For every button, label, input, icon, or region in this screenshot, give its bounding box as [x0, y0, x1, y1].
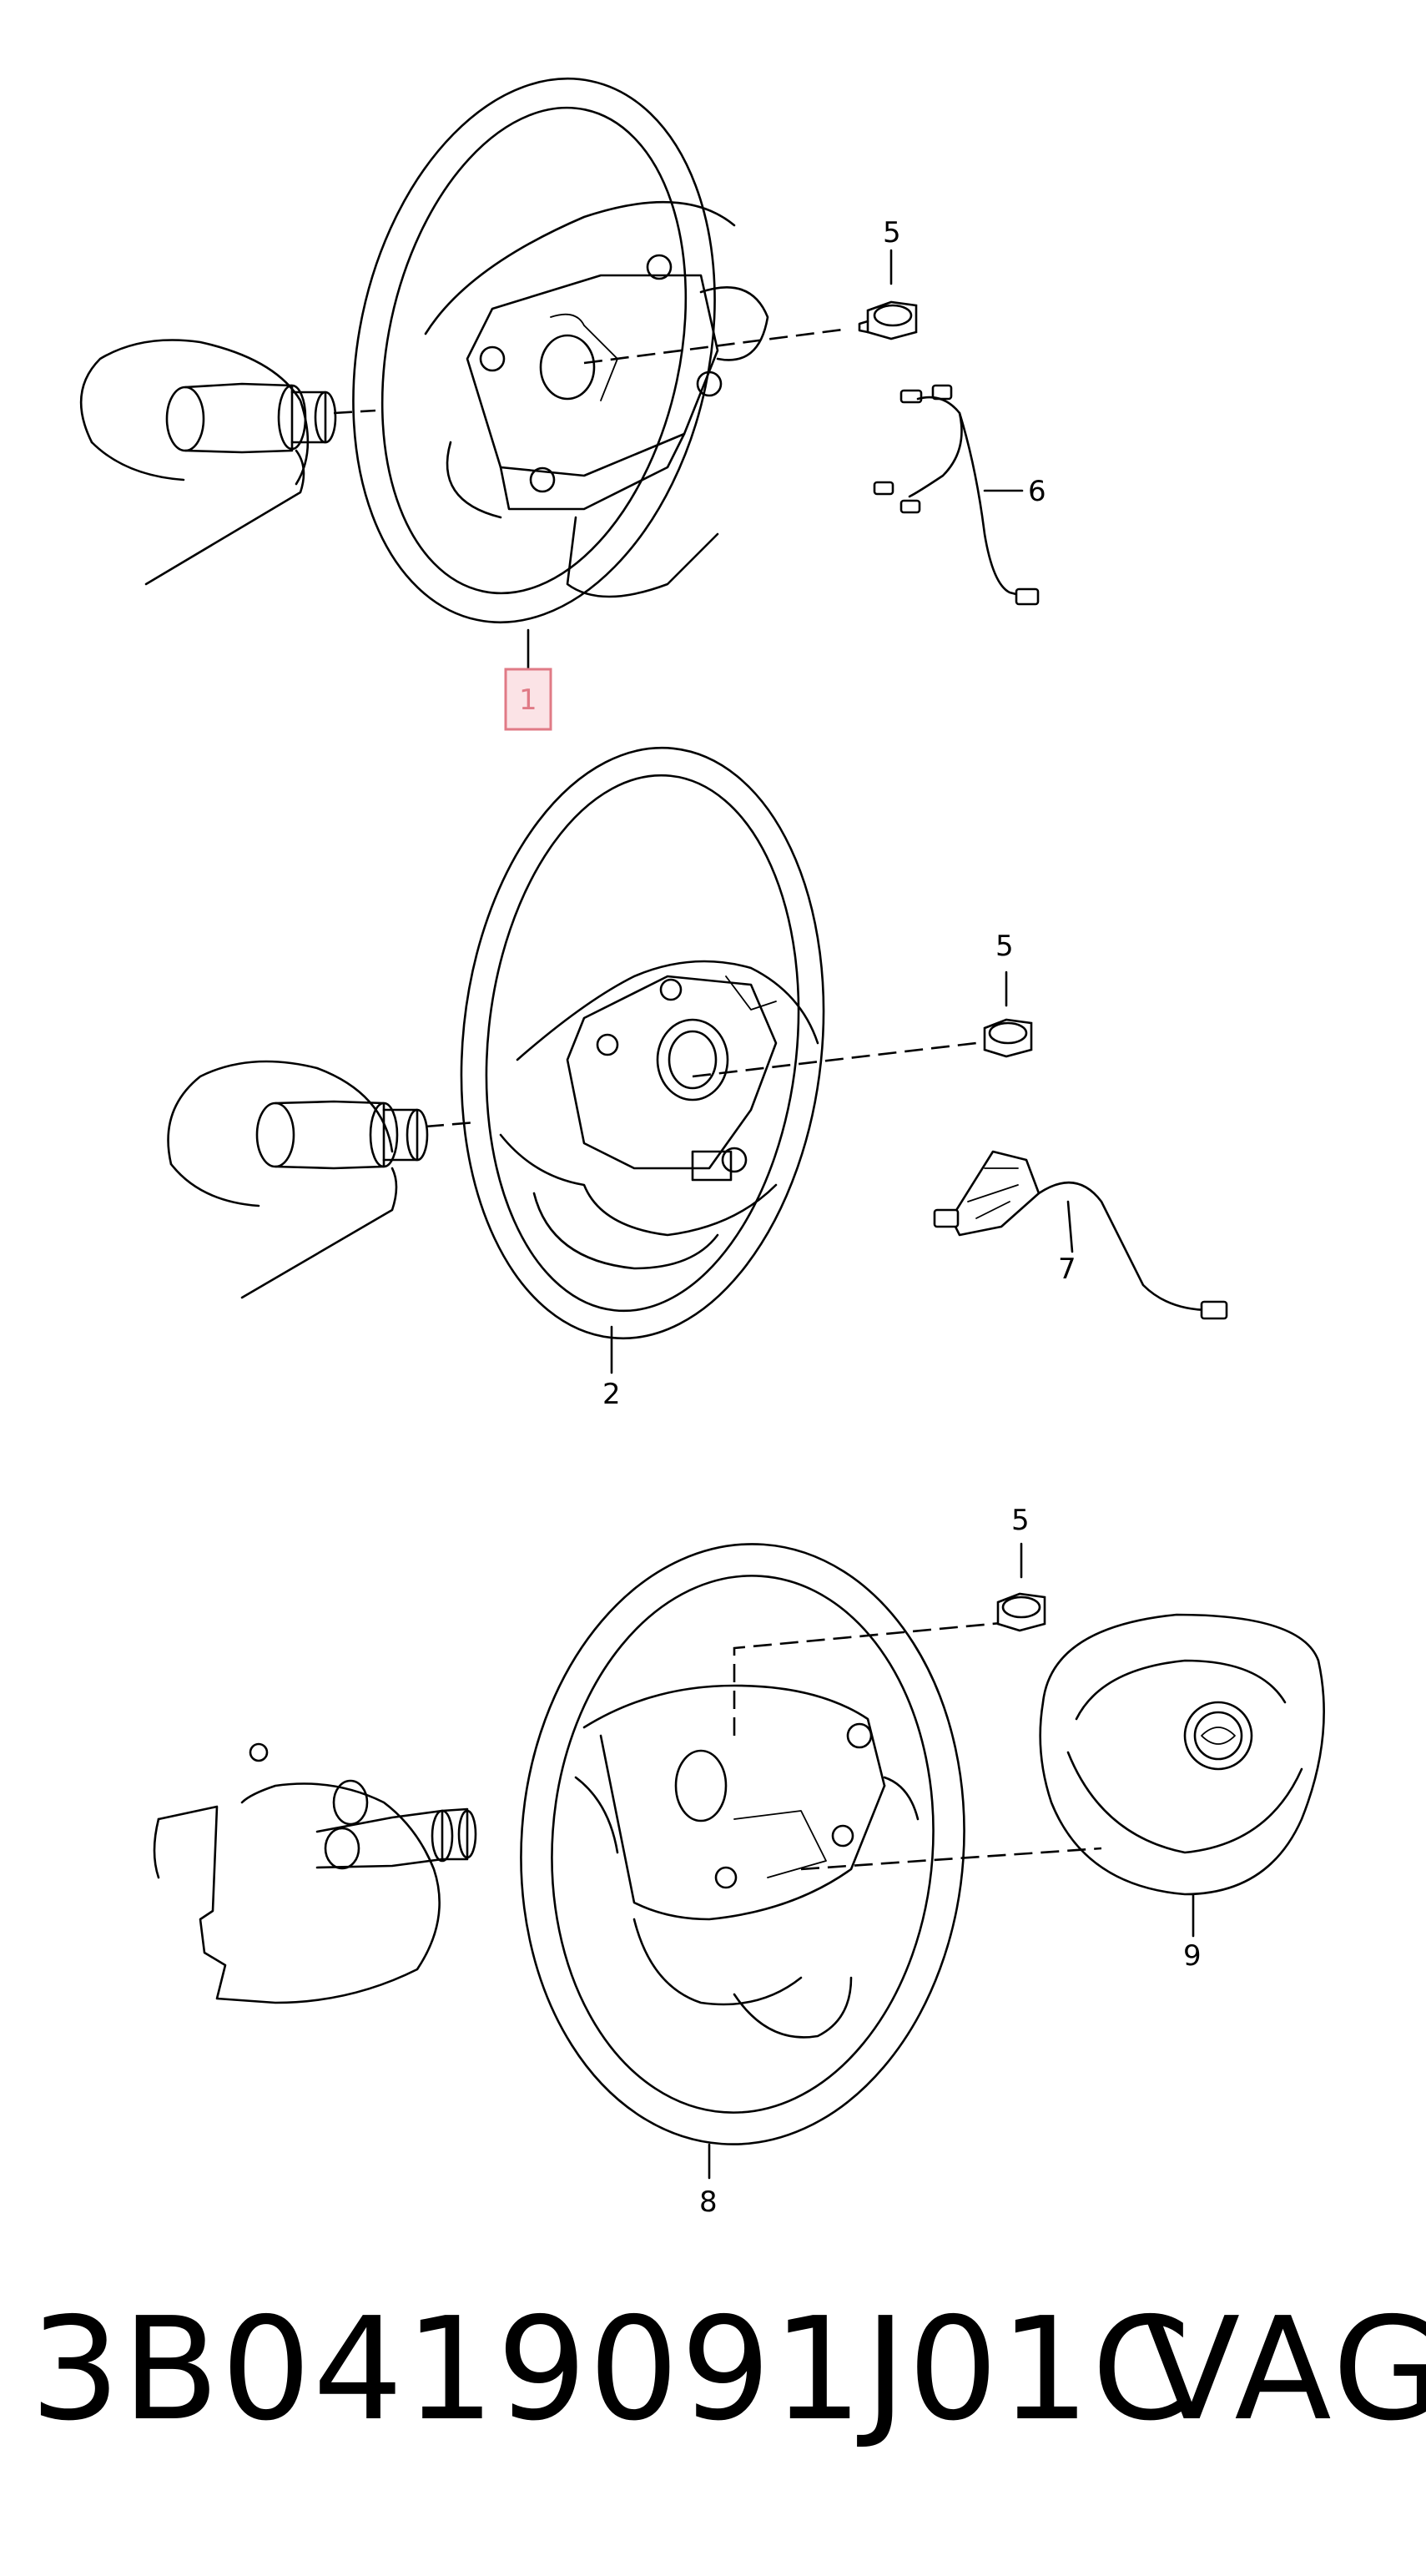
bolt-5-top [858, 249, 918, 340]
steering-wheel-1 [352, 77, 844, 624]
callout-5-bottom: 5 [1011, 1504, 1030, 1537]
callout-7: 7 [1058, 1253, 1076, 1286]
wiring-harness-7 [933, 1150, 1228, 1320]
callout-5-middle: 5 [995, 930, 1014, 963]
airbag-unit-9 [1039, 1613, 1325, 1938]
callout-8: 8 [699, 2185, 718, 2219]
callout-6: 6 [1028, 475, 1046, 508]
steering-column-3 [153, 1742, 477, 2004]
callout-1-highlight[interactable] [504, 668, 552, 731]
callout-1[interactable]: 1 [519, 683, 537, 717]
footer-caption: 3B0419091J01C VAG [25, 2286, 1426, 2453]
steering-column-2 [167, 1060, 476, 1299]
steering-wheel-assembly-2 [167, 746, 1228, 1374]
steering-wheel-8 [520, 1543, 1102, 2145]
steering-wheel-assembly-3 [153, 1542, 1325, 2180]
callout-5-top: 5 [883, 216, 901, 250]
bolt-5-bottom [996, 1542, 1046, 1632]
bolt-5-middle [983, 970, 1033, 1058]
part-number: 3B0419091J01C [30, 2287, 1193, 2452]
steering-column-1 [79, 339, 376, 586]
wiring-harness-6 [873, 384, 1040, 606]
steering-wheel-2 [460, 746, 977, 1340]
brand-label: VAG [1143, 2287, 1426, 2452]
parts-diagram: 1 2 5 5 5 6 7 8 9 [79, 77, 1325, 2219]
callout-2: 2 [602, 1378, 621, 1411]
steering-wheel-assembly-1 [79, 77, 1040, 669]
callout-9: 9 [1183, 1939, 1202, 1973]
